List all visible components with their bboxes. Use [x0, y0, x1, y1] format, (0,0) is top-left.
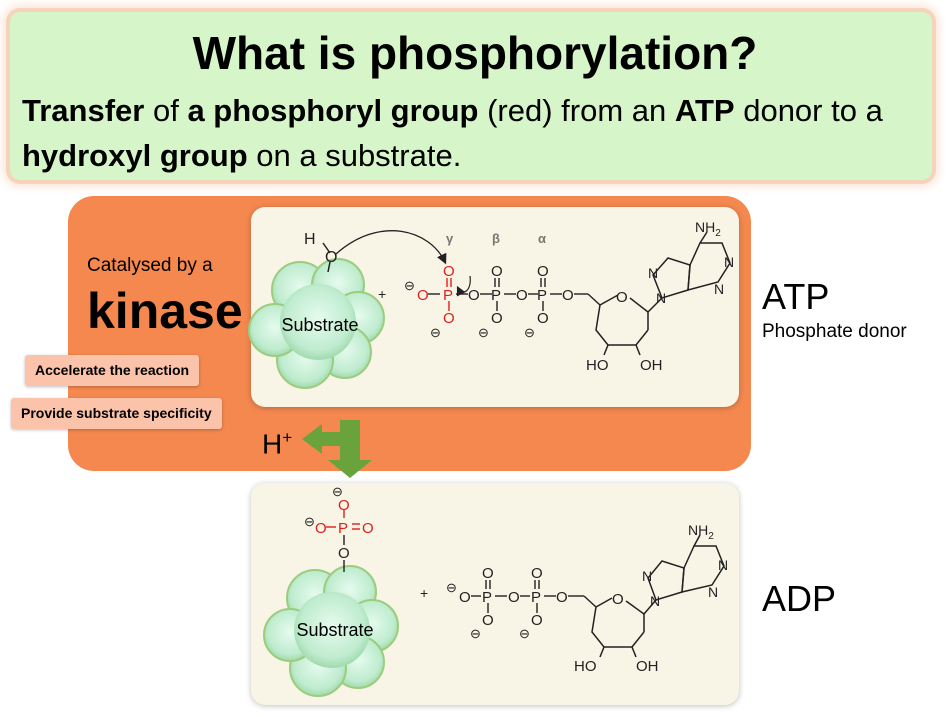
o-adp-alpha-down: O [531, 612, 543, 629]
plus-sign-top: + [378, 286, 386, 302]
note-accelerate: Accelerate the reaction [25, 355, 200, 386]
atp-label: ATP [762, 276, 830, 317]
plus-sign-bottom: + [420, 585, 428, 601]
o-phospho-left: O [315, 520, 327, 537]
ho-bottom: HO [574, 658, 597, 675]
subtitle-hydroxyl: hydroxyl group [22, 138, 248, 173]
substrate-cloud-bottom [263, 565, 399, 697]
nh2-top-sub: 2 [715, 228, 721, 239]
ho-top: HO [586, 357, 609, 374]
subtitle-substrate: on a substrate. [247, 138, 462, 173]
title-box [10, 12, 932, 180]
o-phospho-ester: O [338, 545, 350, 562]
o-gamma-down: O [443, 310, 455, 327]
o-adp-beta-down: O [482, 612, 494, 629]
p-alpha: P [537, 287, 547, 304]
charge-adp-left: ⊖ [446, 580, 457, 595]
o-bridge-2: O [516, 287, 528, 304]
subtitle-transfer: Transfer [22, 93, 145, 128]
charge-alpha: ⊖ [524, 325, 535, 340]
p-phospho: P [338, 520, 348, 537]
subtitle-red: (red) from an [478, 93, 675, 128]
o-adp-beta-up: O [482, 565, 494, 582]
note-specificity: Provide substrate specificity [11, 398, 222, 429]
nh2-bottom: NH2 [688, 522, 714, 542]
beta-label: β [492, 231, 500, 246]
n-top-3: N [724, 254, 734, 270]
proton-symbol: H [262, 428, 283, 460]
charge-adp-beta: ⊖ [470, 626, 481, 641]
alpha-label: α [538, 231, 546, 246]
ring-o-bottom: O [612, 591, 624, 608]
o-bridge-3: O [562, 287, 574, 304]
o-phospho-up: O [338, 497, 350, 514]
o-gamma-left: O [417, 287, 429, 304]
o-beta-down: O [491, 310, 503, 327]
charge-top-gamma: ⊖ [404, 278, 415, 293]
charge-adp-alpha: ⊖ [519, 626, 530, 641]
hydroxyl-h: H [304, 231, 316, 248]
hydroxyl-o: O [325, 249, 337, 266]
charge-phospho-left: ⊖ [304, 514, 315, 529]
subtitle: Transfer of a phosphoryl group (red) fro… [22, 88, 922, 178]
p-adp-alpha: P [531, 589, 541, 606]
proton-label: H+ [262, 428, 292, 460]
n-bottom-1: N [642, 568, 652, 584]
oh-top: OH [640, 357, 663, 374]
leaving-arrow [456, 275, 471, 297]
n-top-4: N [714, 281, 724, 297]
subtitle-of: of [144, 93, 188, 128]
p-adp-beta: P [482, 589, 492, 606]
o-phospho-right: O [362, 520, 374, 537]
proton-charge: + [282, 428, 293, 447]
n-bottom-2: N [650, 593, 660, 609]
nh2-top: NH2 [695, 219, 721, 239]
o-gamma-up: O [443, 263, 455, 280]
n-bottom-4: N [708, 584, 718, 600]
o-alpha-down: O [537, 310, 549, 327]
substrate-label-top: Substrate [281, 315, 358, 335]
o-adp-bridge-2: O [556, 589, 568, 606]
kinase-label: kinase [87, 283, 243, 339]
o-adp-left: O [459, 589, 471, 606]
proton-arrow [302, 420, 372, 478]
nh2-bottom-sub: 2 [708, 531, 714, 542]
n-top-1: N [648, 265, 658, 281]
adp-label: ADP [762, 578, 837, 619]
attack-arrow [335, 230, 447, 265]
charge-beta: ⊖ [478, 325, 489, 340]
o-alpha-up: O [537, 263, 549, 280]
n-top-2: N [656, 290, 666, 306]
nh2-bottom-nh: NH [688, 522, 708, 538]
subtitle-atp: ATP [674, 93, 735, 128]
phosphate-donor-label: Phosphate donor [762, 321, 907, 342]
nh2-top-nh: NH [695, 219, 715, 235]
n-bottom-3: N [718, 557, 728, 573]
catalysed-label: Catalysed by a [87, 255, 213, 276]
oh-bottom: OH [636, 658, 659, 675]
charge-phospho-top: ⊖ [332, 484, 343, 499]
o-adp-alpha-up: O [531, 565, 543, 582]
substrate-label-bottom: Substrate [296, 620, 373, 640]
ring-o-top: O [616, 289, 628, 306]
gamma-label: γ [446, 231, 454, 246]
p-gamma: P [443, 287, 453, 304]
charge-gamma-down: ⊖ [430, 325, 441, 340]
p-beta: P [491, 287, 501, 304]
o-adp-bridge: O [508, 589, 520, 606]
page-title: What is phosphorylation? [192, 27, 758, 79]
subtitle-phosphoryl: a phosphoryl group [187, 93, 479, 128]
substrate-cloud-top [248, 258, 385, 389]
o-beta-up: O [491, 263, 503, 280]
o-bridge-1: O [468, 287, 480, 304]
subtitle-donor: donor to a [734, 93, 883, 128]
